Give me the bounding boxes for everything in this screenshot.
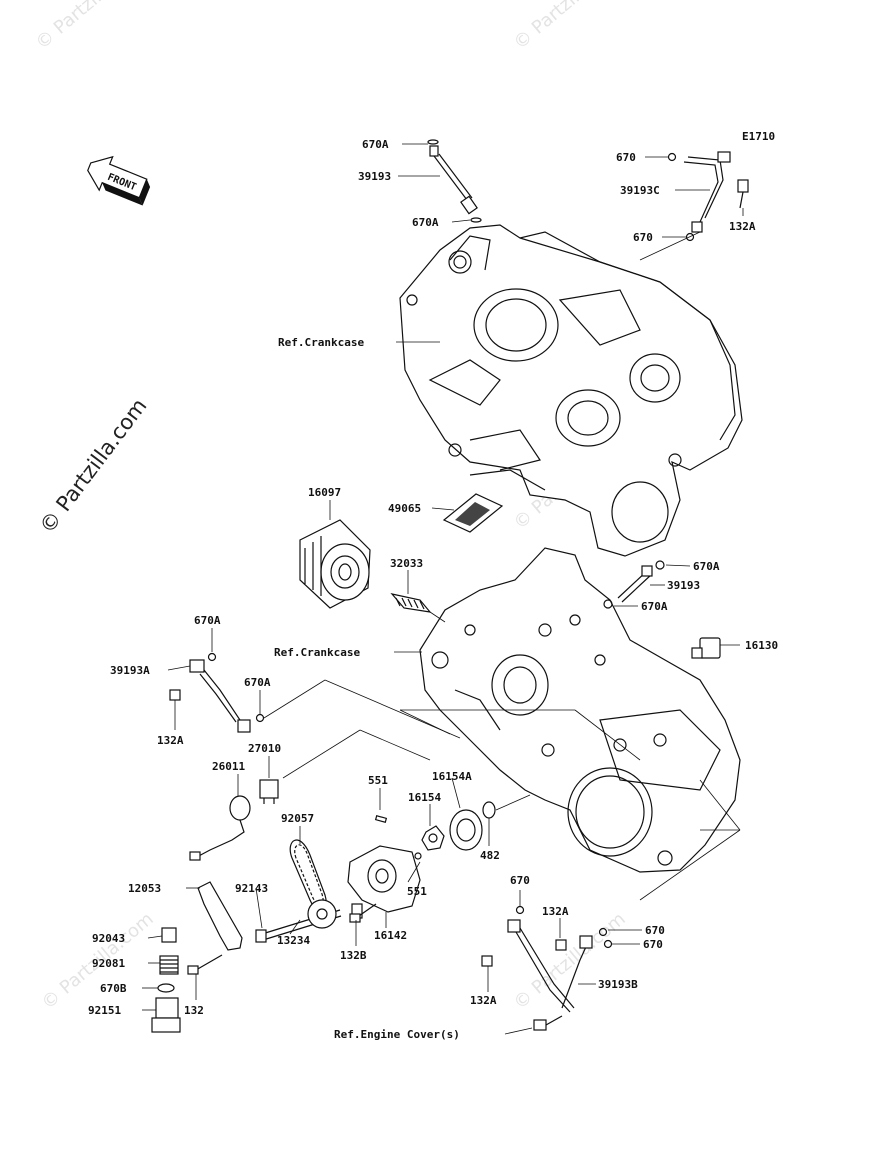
washer-482 <box>482 801 496 819</box>
label-670a-l: 670A <box>194 614 221 627</box>
upper-crankcase <box>399 224 743 557</box>
label-92151: 92151 <box>88 1004 121 1017</box>
label-132a-l: 132A <box>157 734 184 747</box>
pin-92043 <box>161 927 177 943</box>
label-27010: 27010 <box>248 742 281 755</box>
watermark-main: © Partzilla.com <box>35 394 152 538</box>
label-39193-top: 39193 <box>358 170 391 183</box>
watermark-top-right: © Partzilla.com <box>510 0 630 54</box>
oil-pipe-39193b <box>481 905 613 1031</box>
watermark-group: © Partzilla.com © Partzilla.com © Partzi… <box>32 0 630 1014</box>
label-670a-l2: 670A <box>244 676 271 689</box>
label-16154a: 16154A <box>432 770 472 783</box>
label-12053: 12053 <box>128 882 161 895</box>
guide-12053 <box>197 881 243 951</box>
label-92143: 92143 <box>235 882 268 895</box>
label-670b: 670B <box>100 982 127 995</box>
watermark-bottom-right: © Partzilla.com <box>510 908 630 1013</box>
spring-92081 <box>159 955 179 975</box>
shaft-13234 <box>255 899 342 943</box>
ref-engine-cover: Ref.Engine Cover(s) <box>334 1028 460 1041</box>
label-16142: 16142 <box>374 929 407 942</box>
oil-pipe-39193a <box>169 652 265 733</box>
diagram-code: E1710 <box>742 130 775 143</box>
part-labels: 670A 39193 670A 670 39193C 132A 670 Ref.… <box>88 138 778 1041</box>
label-670-r1: 670 <box>616 151 636 164</box>
bolt-132b <box>349 903 377 923</box>
ref-crankcase-lower: Ref.Crankcase <box>274 646 360 659</box>
lower-crankcase <box>419 547 741 873</box>
label-132: 132 <box>184 1004 204 1017</box>
label-551-a: 551 <box>368 774 388 787</box>
leader-lines <box>142 143 744 1035</box>
label-132b: 132B <box>340 949 367 962</box>
label-670-r2: 670 <box>633 231 653 244</box>
oil-pump-16142 <box>347 845 421 919</box>
label-16130: 16130 <box>745 639 778 652</box>
label-39193c: 39193C <box>620 184 660 197</box>
label-16154: 16154 <box>408 791 441 804</box>
label-482: 482 <box>480 849 500 862</box>
label-132a-b2: 132A <box>470 994 497 1007</box>
label-13234: 13234 <box>277 934 310 947</box>
oil-pipe-39193c <box>667 151 749 242</box>
rotor-16154 <box>421 825 445 851</box>
front-arrow-icon: FRONT <box>87 155 151 206</box>
label-132a-b: 132A <box>542 905 569 918</box>
plug-92151 <box>151 997 181 1033</box>
label-670a-r: 670A <box>693 560 720 573</box>
label-16097: 16097 <box>308 486 341 499</box>
label-32033: 32033 <box>390 557 423 570</box>
label-39193a: 39193A <box>110 664 150 677</box>
label-92057: 92057 <box>281 812 314 825</box>
rotor-16154a <box>449 809 483 851</box>
label-92043: 92043 <box>92 932 125 945</box>
label-132a-r1: 132A <box>729 220 756 233</box>
wire-26011 <box>189 795 251 861</box>
oil-filter-16097 <box>299 519 371 609</box>
label-670a-top2: 670A <box>412 216 439 229</box>
switch-16130 <box>691 637 721 659</box>
label-39193b: 39193B <box>598 978 638 991</box>
label-39193-r: 39193 <box>667 579 700 592</box>
oil-pipe-39193-right <box>603 560 665 609</box>
label-551-b: 551 <box>407 885 427 898</box>
spring-32033 <box>390 593 432 613</box>
label-670-b: 670 <box>510 874 530 887</box>
pin-551-a <box>374 815 388 823</box>
label-670a-top: 670A <box>362 138 389 151</box>
oil-pipe-39193-top <box>427 139 482 223</box>
label-670-b3: 670 <box>643 938 663 951</box>
watermark-top-left: © Partzilla.com <box>32 0 152 54</box>
ref-crankcase-upper: Ref.Crankcase <box>278 336 364 349</box>
bolt-132 <box>187 954 223 975</box>
label-92081: 92081 <box>92 957 125 970</box>
label-49065: 49065 <box>388 502 421 515</box>
label-670a-r2: 670A <box>641 600 668 613</box>
label-670-b2: 670 <box>645 924 665 937</box>
label-26011: 26011 <box>212 760 245 773</box>
pin-551-b <box>414 852 422 860</box>
o-ring-670b <box>157 983 175 993</box>
sensor-27010 <box>259 779 279 804</box>
